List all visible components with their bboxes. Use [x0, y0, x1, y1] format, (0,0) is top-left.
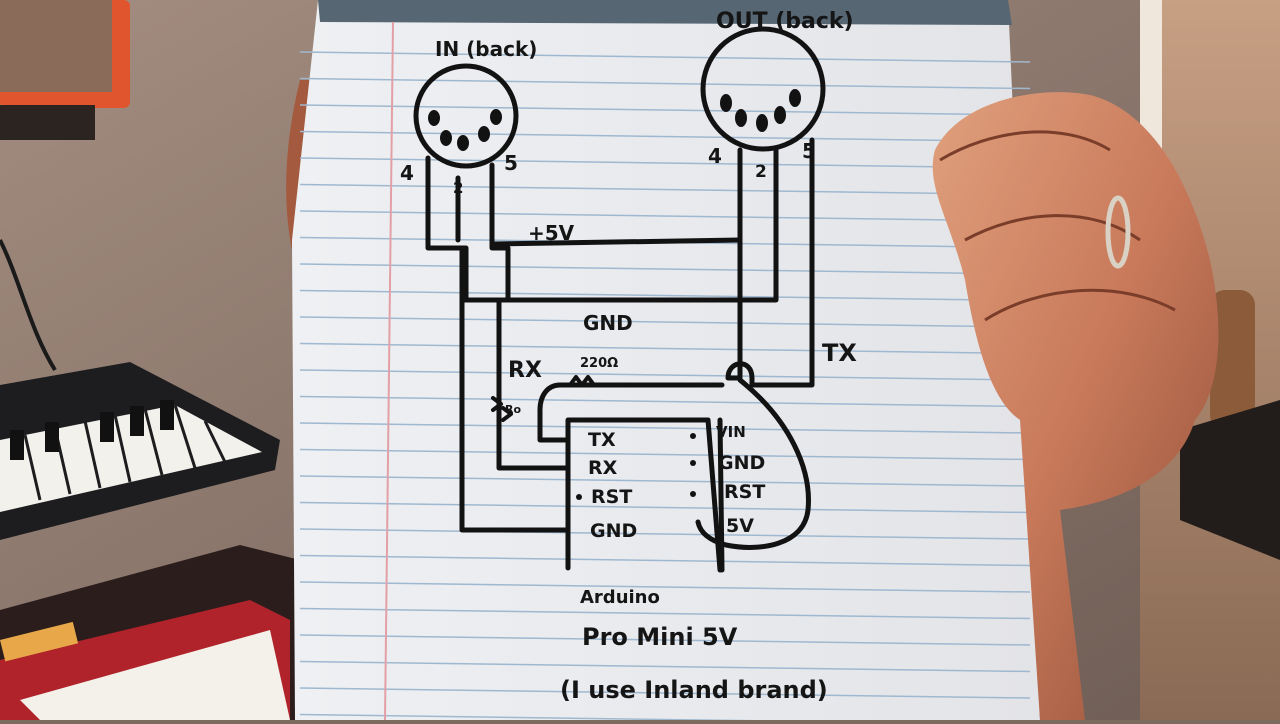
amplifier: [0, 0, 130, 140]
out-pin4-label: 4: [708, 144, 722, 168]
plus5v-label: +5V: [528, 221, 575, 245]
cable: [0, 239, 57, 372]
ruled-line: [299, 687, 1031, 699]
rx-wire: [496, 297, 571, 471]
keyboard-lower: [0, 545, 300, 720]
ruled-line: [299, 157, 1031, 169]
arduino-pin-gnd-right: GND: [718, 452, 765, 474]
caption-line-1: Arduino: [580, 587, 660, 608]
in-pin5-label: 5: [504, 151, 518, 175]
ruled-line: [299, 607, 1031, 620]
arduino-pin-tx: TX: [588, 429, 616, 451]
ruled-line: [299, 342, 1031, 355]
ruled-line: [299, 422, 1031, 434]
arduino-pin-dots: [576, 433, 696, 500]
arduino-pin-rst-left: RST: [591, 486, 632, 508]
arduino-pin-rst-right: RST: [724, 481, 765, 503]
ruled-line: [299, 104, 1031, 116]
bottle: [1210, 290, 1255, 430]
notepad-sheet: [292, 0, 1040, 720]
tx-resistor-wire: [537, 382, 725, 443]
arduino-pin-vin: VIN: [716, 423, 746, 441]
ruled-line: [299, 448, 1031, 461]
ruled-line: [299, 554, 1031, 567]
ruled-line: [299, 634, 1031, 646]
ruled-line: [299, 51, 1031, 63]
arduino-outline: [565, 417, 723, 573]
ruled-line: [299, 289, 1031, 302]
ruled-line: [299, 77, 1031, 90]
notepad-binding: [318, 0, 1012, 25]
ruled-line: [299, 501, 1031, 514]
ruled-line: [299, 263, 1031, 275]
out-jack-circle: [700, 26, 826, 152]
right-hand: [932, 92, 1219, 720]
margin-line: [384, 21, 394, 721]
device-right: [1180, 400, 1280, 560]
out-jack-label: OUT (back): [716, 9, 854, 34]
caption-line-2: Pro Mini 5V: [582, 623, 738, 651]
ruled-line: [299, 183, 1031, 196]
ruled-line: [299, 210, 1031, 222]
out-gnd-wire: [459, 147, 779, 303]
in-gnd-wire: [459, 245, 571, 533]
ruled-line: [299, 395, 1031, 408]
wiring-diagram: IN (back) 4 2 5 OUT (back) 4 2 5 Ro +5V …: [400, 9, 857, 704]
in-pin4-label: 4: [400, 161, 414, 185]
arduino-pin-5v: 5V: [726, 515, 754, 537]
ruled-line: [299, 475, 1031, 487]
out-pin2-label: 2: [755, 162, 767, 182]
tx-label: TX: [822, 339, 857, 367]
in-jack-circle: [413, 63, 519, 169]
ruled-line: [299, 130, 1031, 143]
rx-label: RX: [508, 358, 542, 383]
out-tx-wire: [725, 137, 815, 388]
keyboard-upper: [0, 362, 280, 540]
resistor-label: 220Ω: [580, 356, 618, 371]
gnd-label: GND: [583, 311, 633, 335]
board-5v-loop: [695, 377, 811, 550]
caption-line-3: (I use Inland brand): [560, 676, 828, 704]
ruled-line: [299, 660, 1031, 673]
in-jack-holes: [428, 109, 502, 151]
ruled-line: [299, 581, 1031, 593]
ruled-line: [299, 316, 1031, 328]
arduino-pin-rx: RX: [588, 457, 618, 479]
diode-symbol: [491, 396, 513, 422]
plus5v-wire: [489, 237, 743, 247]
arduino-right-edge: [717, 417, 725, 573]
in-jack-label: IN (back): [435, 37, 537, 61]
ruled-line: [299, 528, 1031, 540]
arduino-pin-gnd-left: GND: [590, 520, 637, 542]
out-jack-holes: [720, 89, 801, 132]
diode-mark: Ro: [505, 403, 521, 416]
ruled-line: [299, 369, 1031, 381]
resistor-symbol: [568, 375, 596, 387]
